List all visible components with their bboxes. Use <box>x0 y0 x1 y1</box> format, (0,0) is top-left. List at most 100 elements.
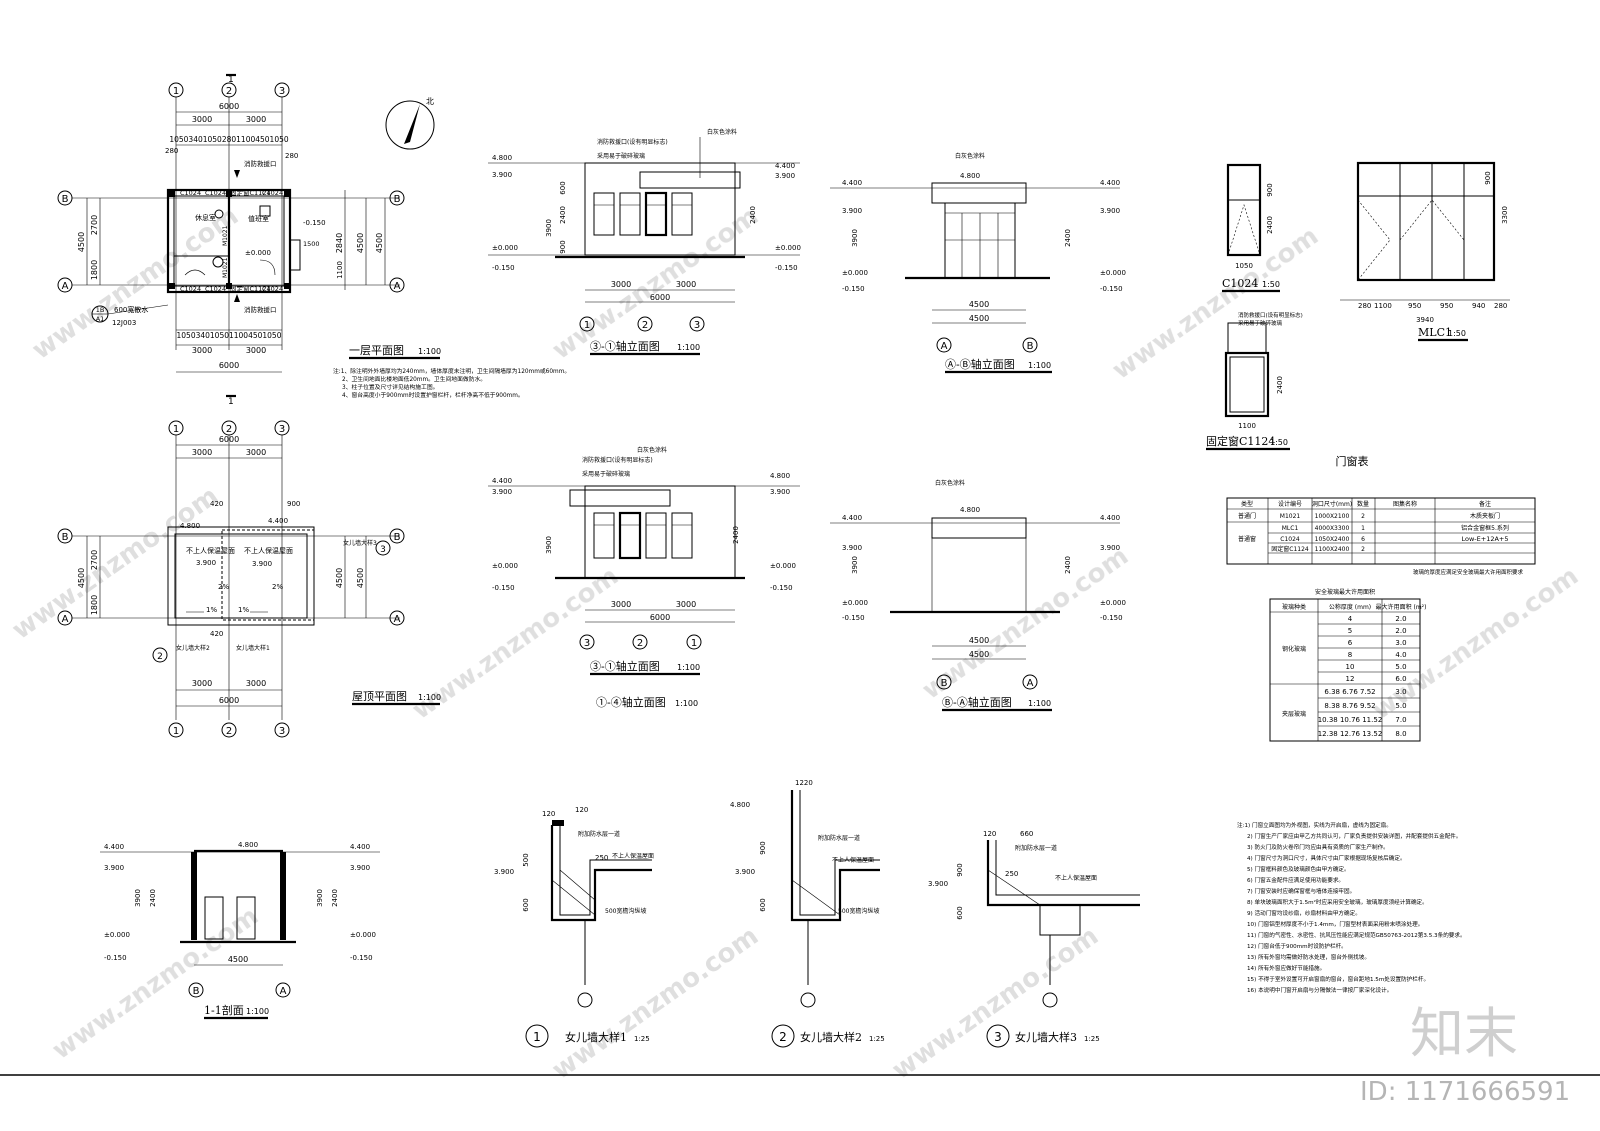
svg-text:安全玻璃最大许用面积: 安全玻璃最大许用面积 <box>1315 588 1375 596</box>
svg-text:3000: 3000 <box>611 280 631 289</box>
svg-text:3.900: 3.900 <box>104 864 124 872</box>
svg-text:4.800: 4.800 <box>770 472 790 480</box>
axis-bubble-1-top: 1 <box>168 82 184 98</box>
svg-text:C1024: C1024 <box>1280 536 1300 543</box>
svg-text:附加防水层一道: 附加防水层一道 <box>818 834 860 842</box>
svg-text:2: 2 <box>226 86 232 97</box>
window-c1024: 900 2400 1050 C1024 1:50 <box>1222 163 1280 293</box>
elevation-3-1-top: 4.800 4.400 3.900 3.900 ±0.000 ±0.000 -0… <box>488 128 801 356</box>
svg-text:120: 120 <box>575 806 588 814</box>
svg-text:C1024: C1024 <box>262 189 283 197</box>
svg-text:2) 门窗生产厂家应由甲乙方共同认可，厂家负责提供安装详图，: 2) 门窗生产厂家应由甲乙方共同认可，厂家负责提供安装详图，并配套提供五金配件。 <box>1247 832 1462 840</box>
svg-text:120: 120 <box>983 830 996 838</box>
svg-text:3: 3 <box>694 320 700 331</box>
svg-text:休息室: 休息室 <box>195 213 216 222</box>
svg-text:3.900: 3.900 <box>1100 207 1120 215</box>
svg-text:3.900: 3.900 <box>928 880 948 888</box>
svg-text:2400: 2400 <box>331 889 339 907</box>
section-arrow-bottom <box>234 294 240 302</box>
svg-text:6000: 6000 <box>219 435 239 444</box>
svg-text:1:100: 1:100 <box>677 343 700 352</box>
elevation-1-4: 4.400 4.800 3.900 3.900 ±0.000 ±0.000 -0… <box>488 446 800 709</box>
svg-text:5.0: 5.0 <box>1395 702 1406 710</box>
svg-text:1: 1 <box>1361 525 1365 532</box>
watermark-text: www.znzmo.com <box>1107 221 1324 386</box>
svg-text:-0.150: -0.150 <box>1100 614 1123 622</box>
svg-text:消防救援口(设有明显标志): 消防救援口(设有明显标志) <box>582 456 653 464</box>
plan-title: 一层平面图 <box>349 344 404 357</box>
svg-text:3.0: 3.0 <box>1395 688 1406 696</box>
svg-text:900: 900 <box>287 500 300 508</box>
axis-bubble-A-left: A <box>57 277 73 293</box>
svg-text:铝合金窗框5.系列: 铝合金窗框5.系列 <box>1461 524 1509 532</box>
svg-text:600: 600 <box>956 906 964 919</box>
svg-text:固定窗C1124: 固定窗C1124 <box>230 188 271 197</box>
svg-text:A: A <box>62 281 69 292</box>
svg-text:6: 6 <box>1348 639 1353 647</box>
svg-text:6000: 6000 <box>219 696 239 705</box>
svg-text:1: 1 <box>173 424 179 435</box>
svg-text:500宽檐沟纵坡: 500宽檐沟纵坡 <box>838 907 879 915</box>
watermark-text: www.znzmo.com <box>887 921 1104 1086</box>
axis-bubble-2: 2 <box>637 316 653 332</box>
svg-text:4.800: 4.800 <box>492 154 512 162</box>
svg-text:图集名称: 图集名称 <box>1393 500 1417 508</box>
svg-text:M1021: M1021 <box>222 225 229 246</box>
watermark-text: www.znzmo.com <box>7 481 224 646</box>
svg-text:最大许用面积 (m²): 最大许用面积 (m²) <box>1376 603 1427 611</box>
svg-text:500: 500 <box>522 853 530 866</box>
svg-text:4.400: 4.400 <box>104 843 124 851</box>
svg-text:B: B <box>941 678 948 689</box>
axis-bubble-3-top: 3 <box>274 420 290 436</box>
svg-text:6) 门窗五金配件应满足使用功能要求。: 6) 门窗五金配件应满足使用功能要求。 <box>1247 876 1344 884</box>
svg-text:2: 2 <box>226 726 232 737</box>
axis-bubble-3-bottom: 3 <box>274 722 290 738</box>
svg-text:±0.000: ±0.000 <box>350 931 376 939</box>
svg-text:4.0: 4.0 <box>1395 651 1406 659</box>
svg-text:A: A <box>62 614 69 625</box>
svg-text:3: 3 <box>380 545 386 555</box>
svg-text:C1024: C1024 <box>180 285 201 293</box>
svg-text:3000: 3000 <box>246 679 266 688</box>
axis-bubble-1: 1 <box>579 316 595 332</box>
svg-text:1:100: 1:100 <box>675 699 698 708</box>
axis-bubble-A: A <box>1022 674 1038 690</box>
svg-text:280: 280 <box>285 152 298 160</box>
svg-text:940: 940 <box>1472 302 1485 310</box>
axis-bubble-B: B <box>1022 337 1038 353</box>
svg-text:1:100: 1:100 <box>1028 699 1051 708</box>
svg-text:6.0: 6.0 <box>1395 675 1406 683</box>
svg-text:600: 600 <box>522 898 530 911</box>
axis-bubble-3: 3 <box>579 634 595 650</box>
svg-text:3900: 3900 <box>134 889 142 907</box>
svg-text:B: B <box>394 194 401 205</box>
svg-text:1:100: 1:100 <box>677 663 700 672</box>
svg-text:3000: 3000 <box>246 448 266 457</box>
svg-text:1100: 1100 <box>1238 422 1256 430</box>
axis-bubble-2-top: 2 <box>221 82 237 98</box>
axis-bubble-B-right: B <box>389 528 405 544</box>
svg-text:白灰色涂料: 白灰色涂料 <box>935 479 965 487</box>
svg-text:-0.150: -0.150 <box>104 954 127 962</box>
svg-text:3900: 3900 <box>545 536 553 554</box>
svg-text:2.0: 2.0 <box>1395 627 1406 635</box>
svg-text:3900: 3900 <box>851 556 859 574</box>
svg-text:600: 600 <box>559 181 567 194</box>
svg-text:2: 2 <box>157 652 163 662</box>
svg-text:3.900: 3.900 <box>842 544 862 552</box>
svg-text:±0.000: ±0.000 <box>492 244 518 252</box>
window-grid <box>945 212 1015 278</box>
svg-text:B: B <box>394 532 401 543</box>
svg-text:4.400: 4.400 <box>350 843 370 851</box>
svg-text:3900: 3900 <box>316 889 324 907</box>
svg-text:3.0: 3.0 <box>1395 639 1406 647</box>
svg-text:7.0: 7.0 <box>1395 716 1406 724</box>
svg-text:±0.000: ±0.000 <box>842 599 868 607</box>
svg-text:值班室: 值班室 <box>248 214 269 223</box>
svg-text:4500: 4500 <box>969 314 989 323</box>
svg-text:设计编号: 设计编号 <box>1278 500 1302 508</box>
svg-text:250: 250 <box>1005 870 1018 878</box>
svg-text:玻璃的厚度应满足安全玻璃最大许用面积要求: 玻璃的厚度应满足安全玻璃最大许用面积要求 <box>1413 568 1524 576</box>
svg-text:普通窗: 普通窗 <box>1238 535 1256 543</box>
svg-text:3.900: 3.900 <box>492 171 512 179</box>
